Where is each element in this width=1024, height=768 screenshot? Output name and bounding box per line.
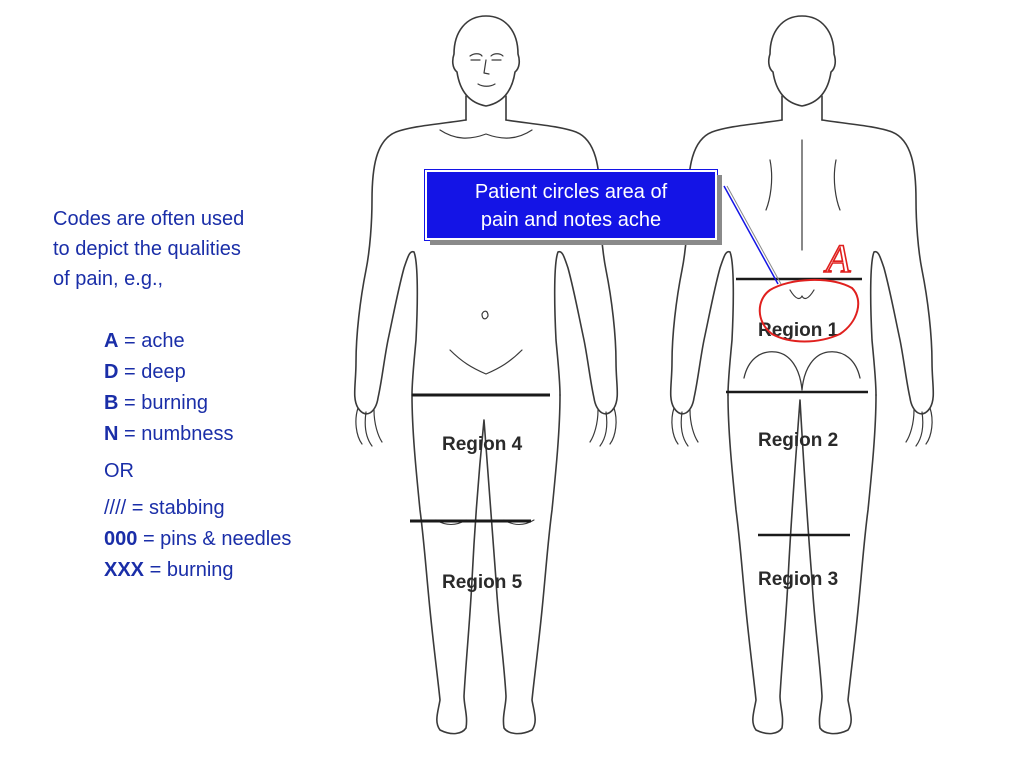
back-hand-left — [671, 407, 699, 447]
back-region-lines — [726, 277, 868, 537]
intro-text: Codes are often used to depict the quali… — [53, 204, 313, 294]
code-item: 000 = pins & needles — [104, 524, 364, 555]
code-item: //// = stabbing — [104, 493, 364, 524]
code-letter: N — [104, 423, 119, 445]
front-region-lines — [410, 393, 550, 523]
callout-line-2: pain and notes ache — [480, 209, 662, 231]
pain-annotation — [758, 279, 860, 343]
front-face — [469, 53, 504, 87]
code-item: B = burning — [104, 388, 364, 419]
region-2-label: Region 2 — [758, 430, 838, 451]
code-item: XXX = burning — [104, 555, 364, 586]
callout-line-1: Patient circles area of — [474, 181, 668, 203]
code-meaning: = burning — [124, 392, 208, 414]
code-meaning: = ache — [124, 330, 185, 352]
front-legs — [411, 394, 561, 735]
code-letter: B — [104, 392, 119, 414]
back-figure — [669, 15, 935, 735]
code-meaning: = pins & needles — [142, 528, 292, 550]
region-5-label: Region 5 — [442, 572, 523, 593]
back-spine-lines — [765, 139, 841, 300]
front-torso-right — [505, 119, 619, 415]
code-item: A = ache — [104, 326, 364, 357]
front-figure — [353, 15, 619, 735]
code-meaning: = deep — [124, 361, 186, 383]
region-4-label: Region 4 — [442, 434, 523, 455]
region-1-label: Region 1 — [758, 320, 839, 341]
callout-box: Patient circles area of pain and notes a… — [425, 170, 717, 240]
region-3-label: Region 3 — [758, 569, 838, 590]
code-meaning: = stabbing — [131, 497, 225, 519]
back-torso-left — [669, 119, 783, 415]
intro-line: Codes are often used — [53, 208, 245, 230]
pain-code-list: A = ache D = deep B = burning N = numbne… — [104, 326, 364, 586]
code-symbol: 000 — [104, 528, 138, 550]
code-letter: D — [104, 361, 119, 383]
front-hand-left — [355, 407, 383, 447]
back-hand-right — [905, 407, 933, 447]
callout-connector — [723, 185, 782, 285]
code-meaning: = numbness — [124, 423, 234, 445]
annotation-letter: A — [823, 236, 851, 281]
intro-line: to depict the qualities — [53, 238, 241, 260]
front-hand-right — [589, 407, 617, 447]
front-torso-left — [353, 119, 467, 415]
code-letter: A — [104, 330, 119, 352]
code-item: N = numbness — [104, 419, 364, 450]
or-separator: OR — [104, 460, 134, 482]
back-head — [767, 15, 837, 107]
intro-line: of pain, e.g., — [53, 268, 164, 290]
back-buttocks — [743, 351, 861, 391]
back-neck — [781, 95, 823, 121]
back-legs — [727, 394, 877, 735]
code-item: D = deep — [104, 357, 364, 388]
front-neck — [465, 95, 507, 121]
code-symbol: XXX — [104, 559, 145, 581]
code-meaning: = burning — [149, 559, 234, 581]
front-head — [451, 15, 521, 107]
pain-circle — [758, 279, 860, 343]
code-symbol: //// — [104, 497, 127, 519]
front-chest-lines — [439, 129, 533, 375]
